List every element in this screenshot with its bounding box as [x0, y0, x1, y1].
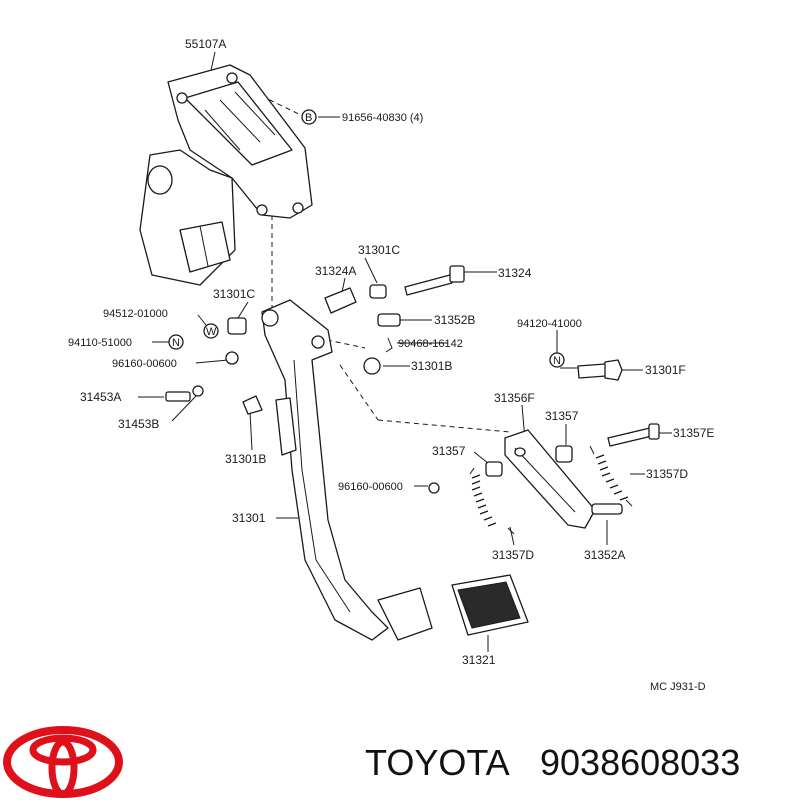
label-94120-41000: 94120-41000: [517, 318, 582, 330]
label-31324: 31324: [498, 266, 532, 280]
label-31301B-low: 31301B: [225, 452, 266, 466]
brake-pedal-arm: [261, 299, 433, 641]
label-31356F: 31356F: [494, 391, 535, 405]
stopper-bracket-31356F: [504, 429, 596, 529]
label-96160-00600-mid: 96160-00600: [338, 481, 403, 493]
label-31357E: 31357E: [673, 426, 714, 440]
label-31301C-top: 31301C: [358, 243, 400, 257]
label-31301B-mid: 31301B: [411, 359, 452, 373]
label-31357D-low: 31357D: [492, 548, 534, 562]
pedal-pad-31321: [451, 574, 529, 636]
label-31321: 31321: [462, 653, 496, 667]
label-31352A: 31352A: [584, 548, 625, 562]
bracket-55107A: [139, 64, 313, 286]
diagram-code: MC J931-D: [650, 681, 706, 693]
part-number: 9038608033: [540, 742, 740, 783]
label-90468-16142: 90468-16142: [398, 338, 463, 350]
label-31352B: 31352B: [434, 313, 475, 327]
label-31453A: 31453A: [80, 390, 121, 404]
label-31301: 31301: [232, 511, 266, 525]
brand-name: TOYOTA: [365, 742, 510, 783]
label-31301C-left: 31301C: [213, 287, 255, 301]
toyota-logo-icon: [3, 726, 123, 798]
washer-marker: W: [206, 326, 217, 338]
nut-marker-left: N: [172, 337, 180, 349]
label-94512-01000: 94512-01000: [103, 308, 168, 320]
label-31324A: 31324A: [315, 264, 356, 278]
label-31453B: 31453B: [118, 417, 159, 431]
label-55107A: 55107A: [185, 37, 226, 51]
label-31301F: 31301F: [645, 363, 686, 377]
label-96160-00600-left: 96160-00600: [112, 358, 177, 370]
label-91656-40830: 91656-40830 (4): [342, 112, 423, 124]
marker-symbols: B W N N: [168, 109, 565, 368]
hardware-parts: [165, 265, 660, 515]
bolt-marker: B: [305, 112, 312, 124]
toyota-logo: [3, 726, 123, 798]
label-31357-mid: 31357: [432, 444, 466, 458]
return-springs: [469, 445, 633, 535]
label-31357-right: 31357: [545, 409, 579, 423]
label-94110-51000: 94110-51000: [68, 337, 132, 349]
part-labels: 55107A 91656-40830 (4) 31301C 31324A 313…: [68, 37, 714, 693]
nut-marker-right: N: [553, 355, 561, 367]
label-31357D-right: 31357D: [646, 467, 688, 481]
